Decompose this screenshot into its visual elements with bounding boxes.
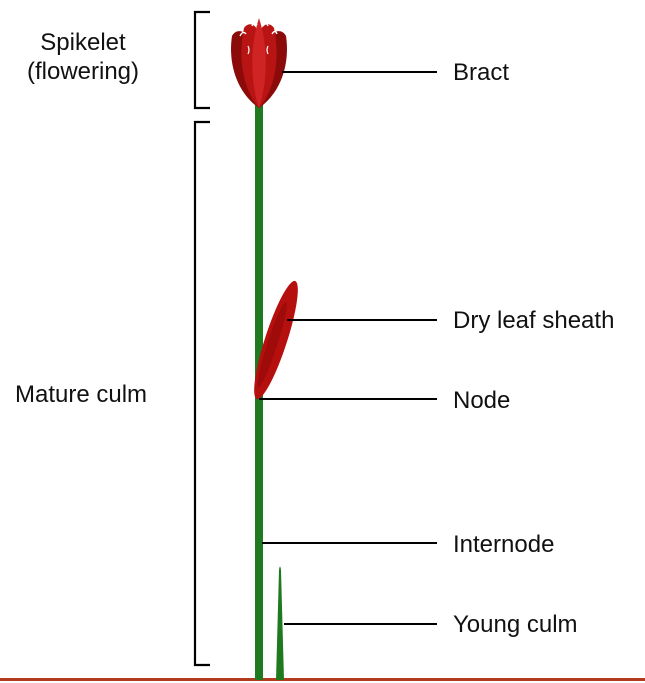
mature-culm-label: Mature culm [15,380,147,409]
internode-label: Internode [453,530,554,559]
young-culm-label: Young culm [453,610,578,639]
spikelet-bracket [195,12,210,108]
ground-line [0,678,645,681]
dry-leaf-sheath-label: Dry leaf sheath [453,306,614,335]
spikelet-label-line1: Spikelet [8,28,158,57]
mature-culm-bracket [195,122,210,665]
spikelet-label-line2: (flowering) [8,57,158,86]
bract-label: Bract [453,58,509,87]
young-culm-shoot [276,567,284,681]
spikelet-label: Spikelet (flowering) [8,28,158,86]
node-label: Node [453,386,510,415]
flowering-spikelet [231,12,287,108]
